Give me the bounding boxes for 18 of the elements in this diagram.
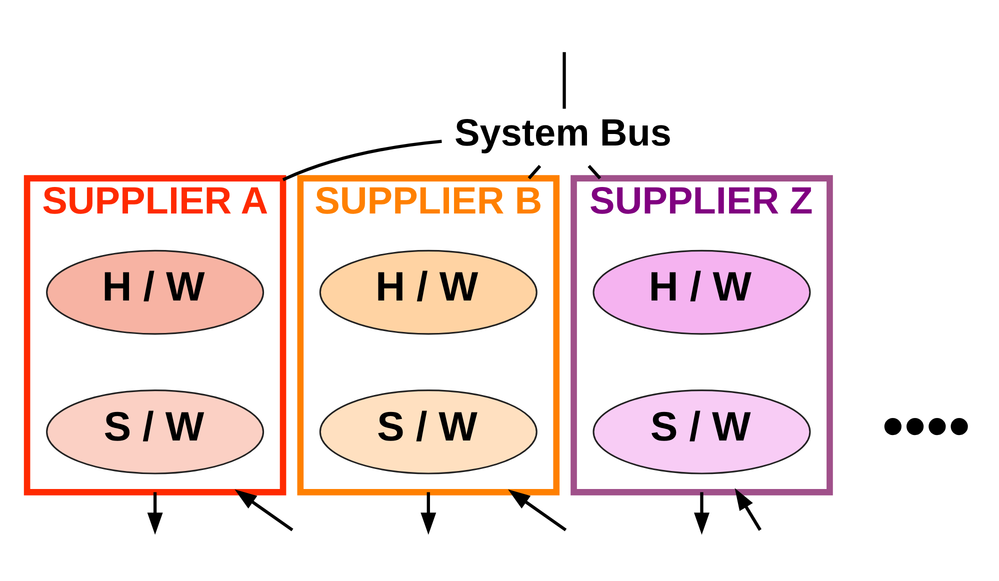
node-ellipse: H / W <box>319 249 538 334</box>
node-ellipse: S / W <box>46 388 264 474</box>
arrow <box>508 488 567 531</box>
arrow <box>234 488 294 531</box>
node-text: System Bus <box>454 112 672 154</box>
label: •••• <box>882 391 970 462</box>
arrow <box>694 492 710 534</box>
node-ellipse: S / W <box>592 388 811 474</box>
connector <box>528 164 542 179</box>
node-ellipse: S / W <box>319 388 538 474</box>
connector <box>588 164 602 179</box>
node-ellipse: H / W <box>592 249 811 334</box>
connector <box>282 139 442 181</box>
connector <box>562 52 566 108</box>
arrow <box>147 492 163 534</box>
arrow <box>420 492 436 534</box>
node-ellipse: H / W <box>46 249 264 334</box>
arrow <box>734 488 762 530</box>
